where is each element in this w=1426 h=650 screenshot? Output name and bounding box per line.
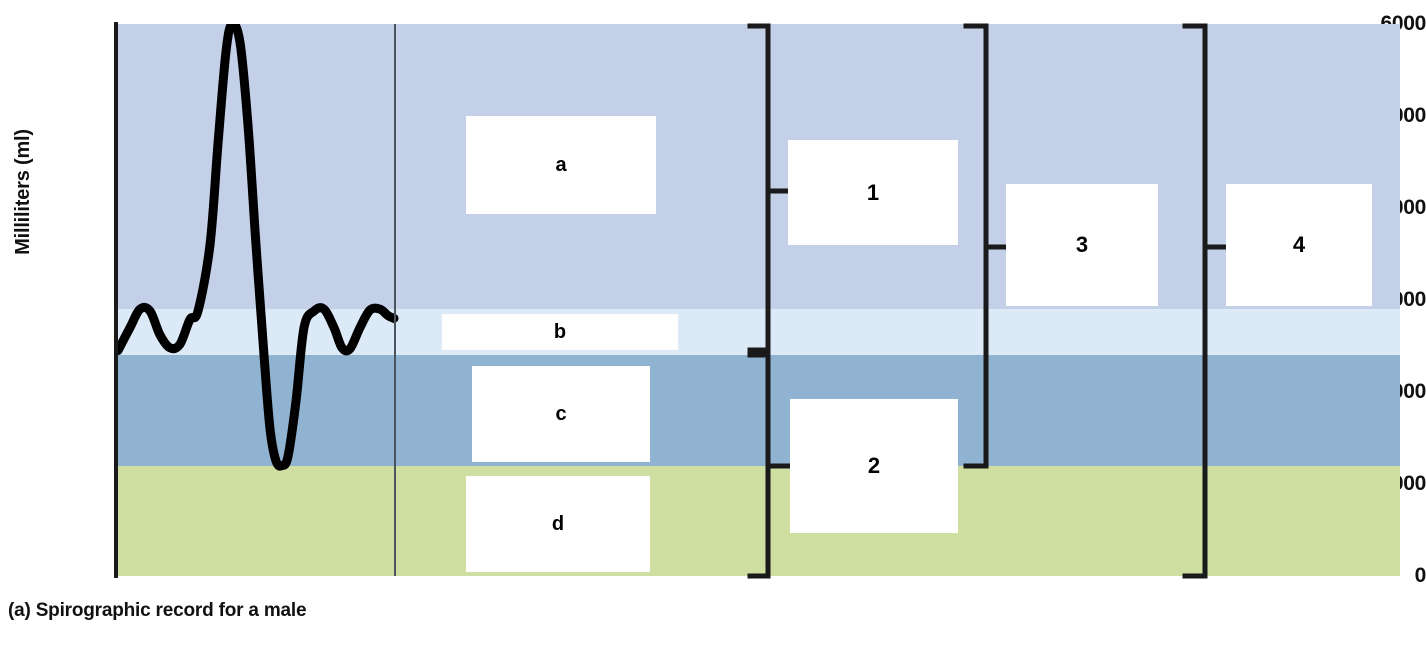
spirogram-trace: [118, 24, 399, 471]
plot-divider-line: [394, 24, 396, 576]
answer-box-d[interactable]: d: [466, 476, 650, 572]
answer-box-c[interactable]: c: [472, 366, 650, 462]
bracket-label-2[interactable]: 2: [790, 399, 958, 533]
y-tick-0: 0: [1414, 564, 1426, 587]
y-axis-title: Milliliters (ml): [11, 129, 34, 255]
plot-area: a b c d: [118, 24, 1400, 576]
bracket-label-3[interactable]: 3: [1006, 184, 1158, 306]
y-axis-line: [114, 22, 118, 578]
answer-box-a[interactable]: a: [466, 116, 656, 214]
bracket-label-4[interactable]: 4: [1226, 184, 1372, 306]
figure-caption: (a) Spirographic record for a male: [8, 600, 307, 621]
answer-box-b[interactable]: b: [442, 314, 678, 350]
bracket-label-1[interactable]: 1: [788, 140, 958, 245]
